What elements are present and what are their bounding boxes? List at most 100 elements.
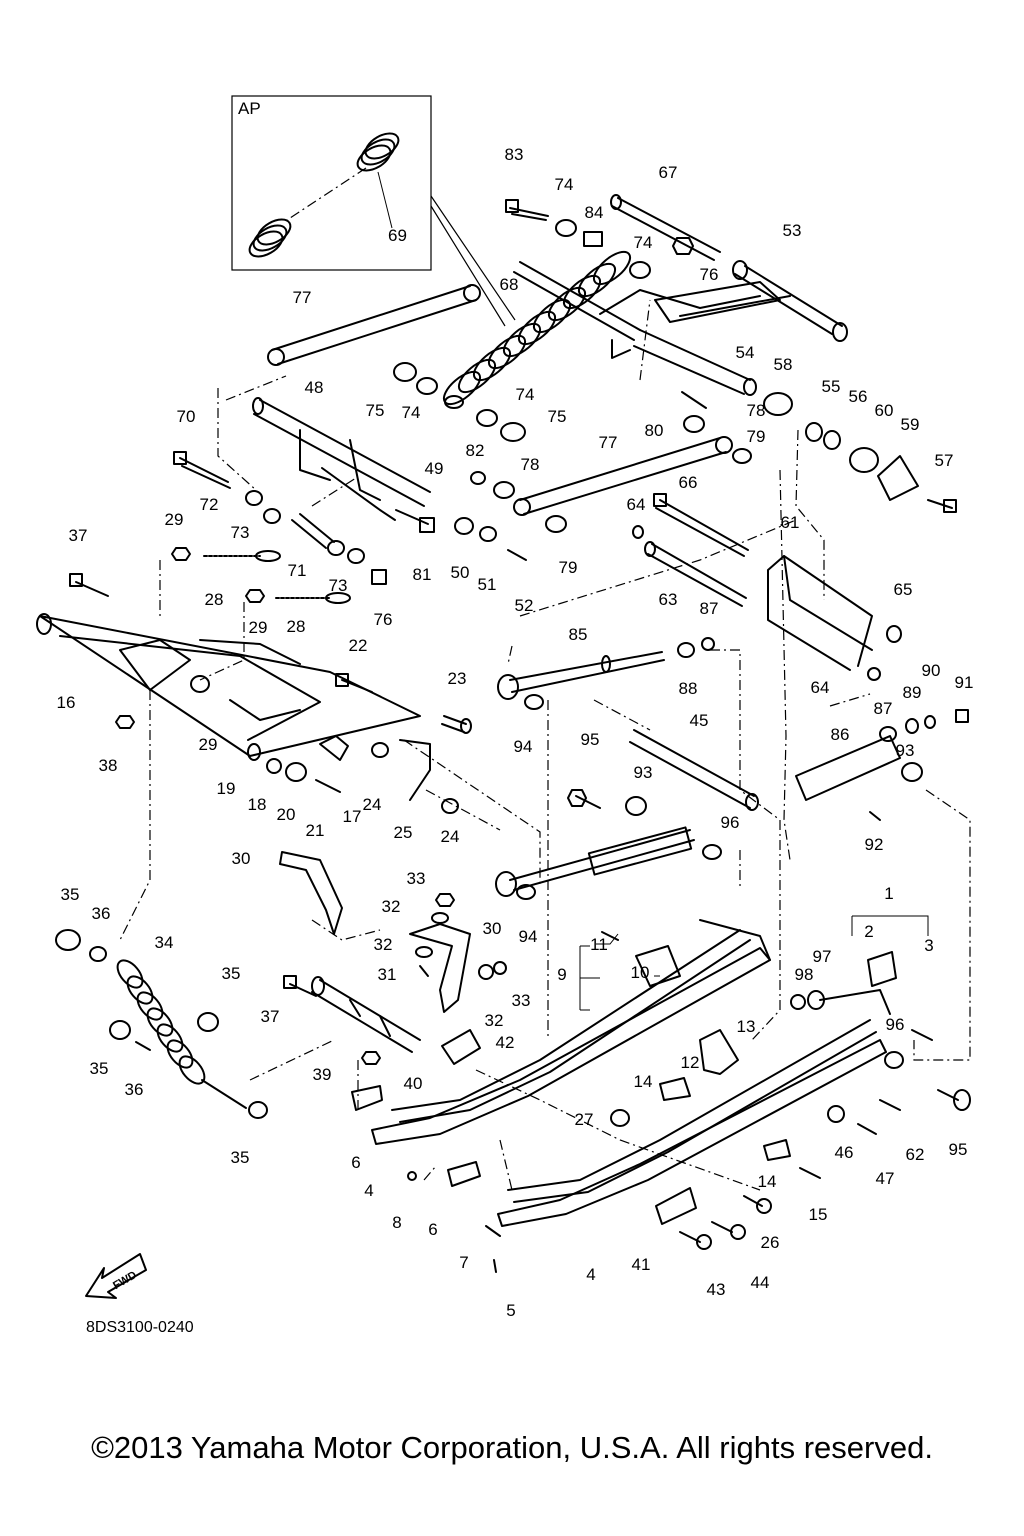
part-callout-25: 25 xyxy=(394,823,413,842)
part-callout-41: 41 xyxy=(632,1255,651,1274)
link-85 xyxy=(497,637,715,710)
part-callout-38: 38 xyxy=(99,756,118,775)
part-callout-75: 75 xyxy=(548,407,567,426)
copyright-notice: ©2013 Yamaha Motor Corporation, U.S.A. A… xyxy=(91,1430,933,1465)
front-arm-parts xyxy=(69,573,472,814)
part-callout-66: 66 xyxy=(679,473,698,492)
part-callout-95: 95 xyxy=(581,730,600,749)
front-shock-34 xyxy=(55,929,268,1119)
part-callout-94: 94 xyxy=(519,927,538,946)
part-callout-23: 23 xyxy=(448,669,467,688)
shaft-45 xyxy=(567,729,759,816)
bracket-30 xyxy=(279,851,471,1013)
inset-label: AP xyxy=(238,99,261,118)
diagram-code: 8DS3100-0240 xyxy=(86,1319,194,1336)
part-callout-79: 79 xyxy=(747,427,766,446)
part-callout-29: 29 xyxy=(199,735,218,754)
part-callout-12: 12 xyxy=(681,1053,700,1072)
rear-shock-68 xyxy=(442,250,641,409)
part-callout-30: 30 xyxy=(483,919,502,938)
part-callout-77: 77 xyxy=(293,288,312,307)
part-callout-34: 34 xyxy=(155,933,174,952)
part-callout-50: 50 xyxy=(451,563,470,582)
part-callout-62: 62 xyxy=(906,1145,925,1164)
part-callout-90: 90 xyxy=(922,661,941,680)
part-callout-11: 11 xyxy=(590,935,608,954)
part-callout-13: 13 xyxy=(737,1017,756,1036)
part-callout-9: 9 xyxy=(557,965,566,984)
part-callout-39: 39 xyxy=(313,1065,332,1084)
part-callout-6: 6 xyxy=(351,1153,360,1172)
part-callout-80: 80 xyxy=(645,421,664,440)
part-callout-79: 79 xyxy=(559,558,578,577)
part-callout-57: 57 xyxy=(935,451,954,470)
part-callout-47: 47 xyxy=(876,1169,895,1188)
part-callout-36: 36 xyxy=(92,904,111,923)
part-callout-78: 78 xyxy=(521,455,540,474)
part-callout-20: 20 xyxy=(277,805,296,824)
part-callout-74: 74 xyxy=(634,233,653,252)
part-callout-15: 15 xyxy=(809,1205,828,1224)
part-callout-36: 36 xyxy=(125,1080,144,1099)
part-callout-52: 52 xyxy=(515,596,534,615)
slide-rail-right xyxy=(447,989,891,1227)
part-callout-18: 18 xyxy=(248,795,267,814)
part-callout-26: 26 xyxy=(761,1233,780,1252)
part-callout-31: 31 xyxy=(378,965,397,984)
part-callout-49: 49 xyxy=(425,459,444,478)
part-callout-95: 95 xyxy=(949,1140,968,1159)
bracket-61 xyxy=(767,555,902,681)
part-callout-64: 64 xyxy=(627,495,646,514)
part-callout-82: 82 xyxy=(466,441,485,460)
spring-coils xyxy=(248,132,400,258)
part-callout-60: 60 xyxy=(875,401,894,420)
part-callout-1: 1 xyxy=(884,884,893,903)
part-callout-17: 17 xyxy=(343,807,362,826)
part-callout-77: 77 xyxy=(599,433,618,452)
part-callout-32: 32 xyxy=(382,897,401,916)
damper-94 xyxy=(495,826,722,900)
part-callout-42: 42 xyxy=(496,1033,515,1052)
part-callout-58: 58 xyxy=(774,355,793,374)
part-callout-28: 28 xyxy=(205,590,224,609)
inset-callout: 69 xyxy=(388,226,407,245)
part-callout-64: 64 xyxy=(811,678,830,697)
front-arm-16 xyxy=(36,613,421,761)
part-callout-19: 19 xyxy=(217,779,236,798)
bolt-70 xyxy=(173,451,231,489)
part-callout-33: 33 xyxy=(407,869,426,888)
part-callout-43: 43 xyxy=(707,1280,726,1299)
part-callout-72: 72 xyxy=(200,495,219,514)
rail-hardware xyxy=(407,931,971,1273)
fwd-label: FWD xyxy=(111,1269,139,1292)
part-callout-73: 73 xyxy=(231,523,250,542)
shaft-67 xyxy=(610,194,721,261)
part-callout-91: 91 xyxy=(955,673,974,692)
part-callout-73: 73 xyxy=(329,576,348,595)
part-callout-86: 86 xyxy=(831,725,850,744)
part-callout-55: 55 xyxy=(822,377,841,396)
part-callout-88: 88 xyxy=(679,679,698,698)
part-callout-2: 2 xyxy=(864,922,873,941)
slide-rail-left xyxy=(351,919,771,1145)
part-callout-61: 61 xyxy=(781,513,800,532)
part-callout-35: 35 xyxy=(231,1148,250,1167)
part-callout-8: 8 xyxy=(392,1213,401,1232)
part-callout-45: 45 xyxy=(690,711,709,730)
part-callout-76: 76 xyxy=(700,265,719,284)
part-callout-35: 35 xyxy=(61,885,80,904)
part-callout-89: 89 xyxy=(903,683,922,702)
part-callout-53: 53 xyxy=(783,221,802,240)
part-callout-10: 10 xyxy=(631,963,650,982)
part-callout-54: 54 xyxy=(736,343,755,362)
part-callout-24: 24 xyxy=(363,795,382,814)
part-callout-29: 29 xyxy=(165,510,184,529)
shaft-54 xyxy=(633,329,757,396)
part-callout-63: 63 xyxy=(659,590,678,609)
part-callout-35: 35 xyxy=(222,964,241,983)
part-callout-81: 81 xyxy=(413,565,432,584)
part-callout-7: 7 xyxy=(459,1253,468,1272)
part-callout-5: 5 xyxy=(506,1301,515,1320)
part-callout-56: 56 xyxy=(849,387,868,406)
part-callout-87: 87 xyxy=(700,599,719,618)
